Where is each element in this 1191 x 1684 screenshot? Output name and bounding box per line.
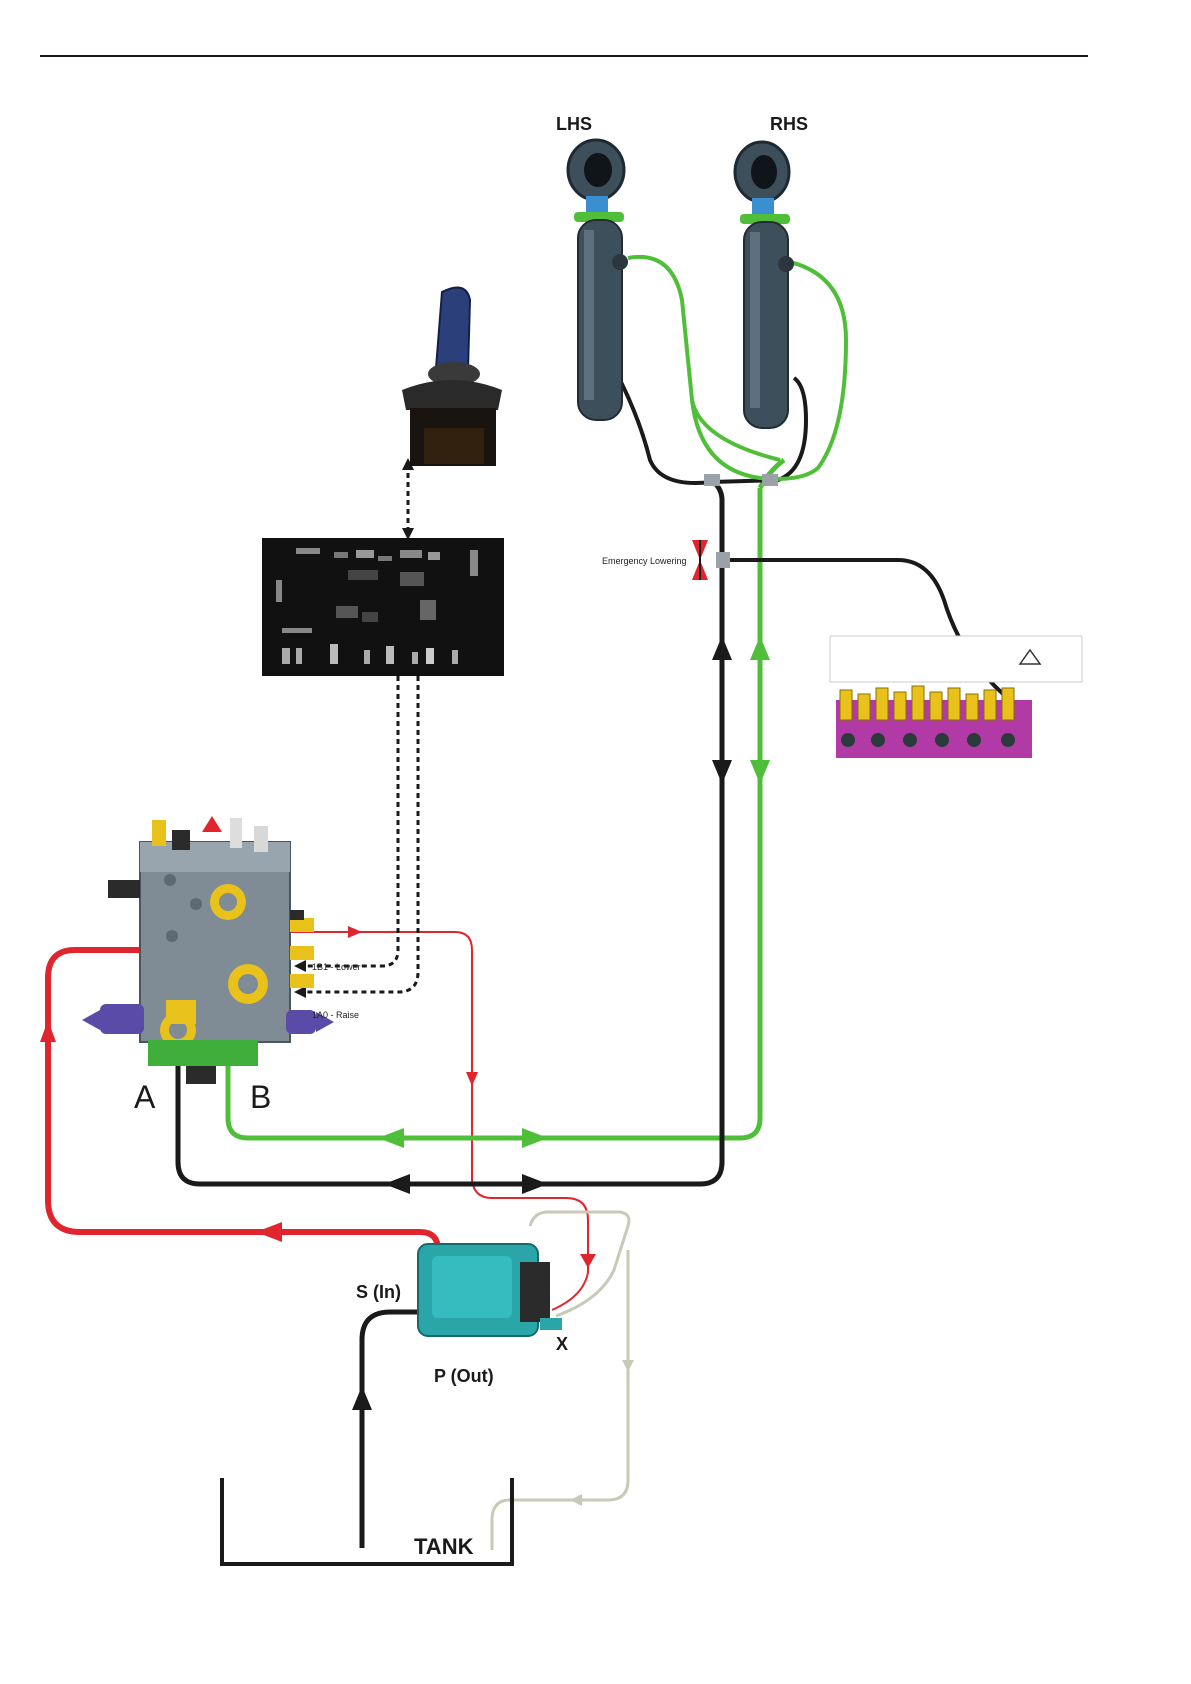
line-b-arrow-down [750,760,770,784]
label-drain: X [556,1334,568,1354]
label-suction: S (In) [356,1282,401,1302]
line-a-arrow-right [522,1174,548,1194]
label-tank: TANK [414,1534,474,1559]
tee-fitting-a [704,474,720,486]
pressure-arrow-down-2 [580,1254,596,1268]
label-pressure: P (Out) [434,1366,494,1386]
manifold-block [830,636,1082,758]
raise-signal-line [300,676,418,992]
tee-fitting-b [762,474,778,486]
suction-arrow-up [352,1386,372,1410]
pressure-arrow-left [256,1222,282,1242]
emergency-lowering-valve [692,540,708,580]
pressure-arrow-down [466,1072,478,1086]
label-raise: 1A0 - Raise [312,1010,359,1020]
lower-signal-line [300,676,398,966]
line-a-arrow-down [712,760,732,784]
line-a-arrow-up [712,636,732,660]
label-port-b: B [250,1079,271,1115]
label-port-a: A [134,1079,156,1115]
pressure-arrow-up [40,1020,56,1042]
line-a-arrow-left [384,1174,410,1194]
label-lower: 1B1 - Lower [312,962,361,972]
line-b-arrow-left [378,1128,404,1148]
cylinder-lhs [568,140,628,420]
label-lhs: LHS [556,114,592,134]
drain-arrow-down [622,1360,634,1372]
drain-arrow-left [570,1494,582,1506]
controller-unit [262,538,504,676]
label-emergency-lowering: Emergency Lowering [602,556,687,566]
suction-line [362,1312,424,1548]
label-rhs: RHS [770,114,808,134]
tee-fitting-c [716,552,730,568]
joystick [402,288,502,467]
line-b-arrow-up [750,636,770,660]
pressure-arrow-right [348,926,362,938]
hydraulic-pump [418,1244,562,1336]
cylinder-rhs [735,142,794,428]
line-b-arrow-right [522,1128,548,1148]
